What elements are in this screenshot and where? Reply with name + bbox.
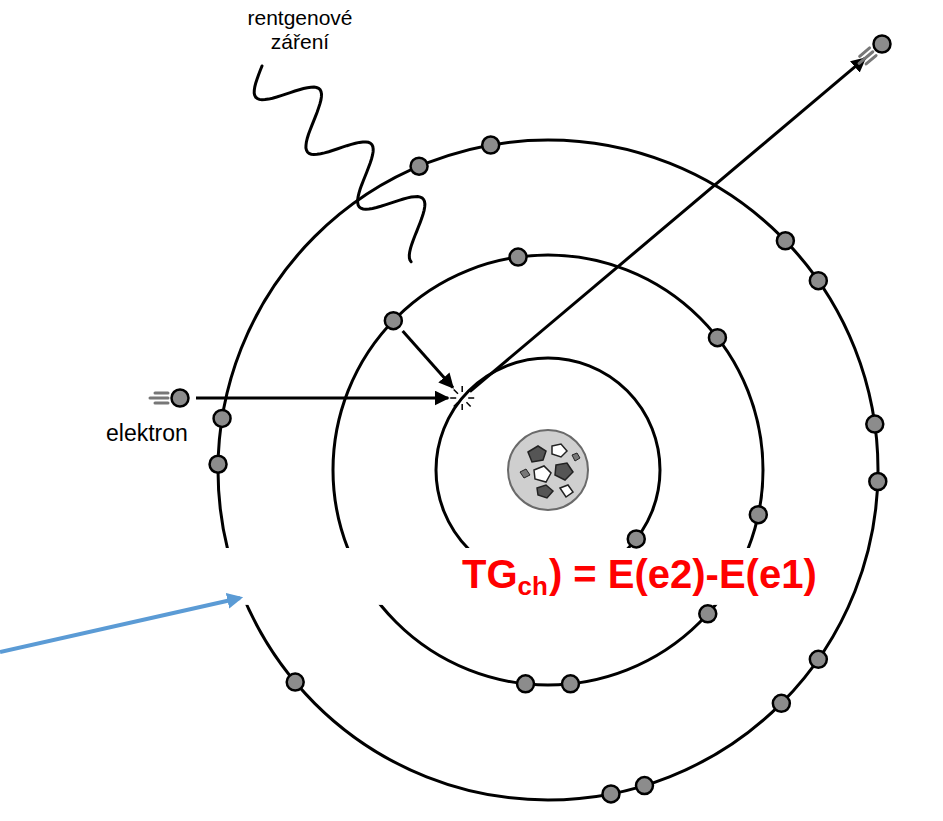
speed-line <box>155 402 168 405</box>
electron-dot <box>777 232 794 249</box>
electron-dot <box>385 312 402 329</box>
nucleon <box>572 453 580 461</box>
electron-dot <box>810 651 827 668</box>
incoming-electron-arrow <box>196 397 448 400</box>
electron-dot <box>628 530 645 547</box>
electron-dot <box>810 272 827 289</box>
electron-dot <box>210 456 227 473</box>
nucleon <box>520 469 530 478</box>
formula-text: ) = E(e2)-E(e1) <box>549 551 817 597</box>
electron-dot <box>750 506 767 523</box>
speed-line <box>860 48 870 56</box>
electron-dot <box>172 390 189 407</box>
vacancy-burst <box>450 397 456 399</box>
speed-line <box>155 392 168 395</box>
vacancy-burst <box>468 397 474 399</box>
nucleon <box>552 444 567 457</box>
xray-wave <box>254 66 425 262</box>
formula-ground <box>0 548 825 605</box>
vacancy-burst <box>461 404 463 410</box>
electron-dot <box>482 137 499 154</box>
nucleon <box>555 463 573 480</box>
pointer-arrow <box>0 598 240 652</box>
particle-label: elektron <box>106 420 188 446</box>
electron-dot <box>869 473 886 490</box>
vacancy-burst <box>454 402 458 406</box>
illustration-parts <box>0 36 891 803</box>
nucleon <box>534 466 551 482</box>
nucleon <box>537 485 553 498</box>
nucleon <box>560 485 573 497</box>
electron-dot <box>287 674 304 691</box>
electron-dot <box>866 416 883 433</box>
formula-subscript: ch <box>518 572 548 602</box>
outer-shell <box>218 140 878 800</box>
nucleon <box>528 446 546 462</box>
ejected-electron-arrow <box>470 58 865 391</box>
electron-dot <box>517 675 534 692</box>
vacancy-burst <box>454 390 458 394</box>
electron-dot <box>510 249 527 266</box>
electron-dot <box>214 410 231 427</box>
electron-shells <box>218 140 878 800</box>
electron-dot <box>699 605 716 622</box>
nucleus-body <box>508 430 588 510</box>
speed-line <box>150 397 168 400</box>
formula-text: TG <box>462 551 518 597</box>
electron-dot <box>874 36 891 53</box>
nucleus <box>508 430 588 510</box>
middle-shell <box>333 255 763 685</box>
vacancy-burst <box>461 386 463 392</box>
electron-dot <box>602 785 619 802</box>
electron-dot <box>562 675 579 692</box>
electron-dot <box>773 695 790 712</box>
vacancy-burst <box>466 402 470 406</box>
electron-dot <box>636 777 653 794</box>
radiation-label: rentgenové záření <box>240 6 360 54</box>
electron-dot <box>709 329 726 346</box>
electron-dot <box>411 158 428 175</box>
transition-arrow <box>403 331 453 387</box>
